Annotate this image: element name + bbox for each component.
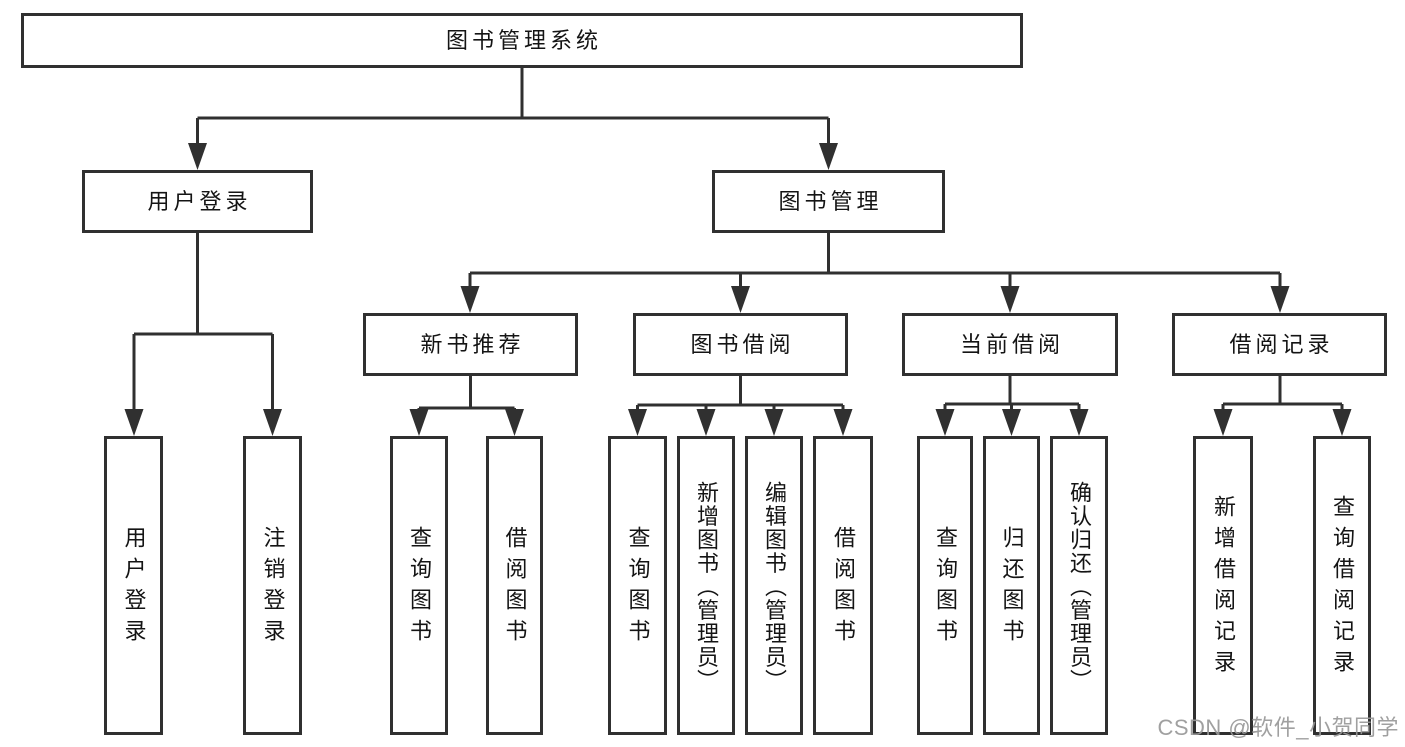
leaf-query-books-borrow: 查询图书 [608, 436, 667, 735]
leaf-borrow-books-recommend: 借阅图书 [486, 436, 543, 735]
leaf-user-login: 用户登录 [104, 436, 163, 735]
leaf-edit-books-admin: 编辑图书（管理员） [745, 436, 803, 735]
node-borrowing-records: 借阅记录 [1172, 313, 1387, 376]
leaf-borrow-books: 借阅图书 [813, 436, 873, 735]
leaf-query-books-current: 查询图书 [917, 436, 973, 735]
node-new-book-recommendation: 新书推荐 [363, 313, 578, 376]
csdn-watermark: CSDN @软件_小贺同学 [1157, 715, 1399, 740]
node-user-login: 用户登录 [82, 170, 313, 233]
leaf-add-books-admin: 新增图书（管理员） [677, 436, 735, 735]
leaf-query-borrow-record: 查询借阅记录 [1313, 436, 1371, 735]
leaf-logout: 注销登录 [243, 436, 302, 735]
leaf-confirm-return-admin: 确认归还（管理员） [1050, 436, 1108, 735]
leaf-add-borrow-record: 新增借阅记录 [1193, 436, 1253, 735]
node-book-borrowing: 图书借阅 [633, 313, 848, 376]
arrowheads [124, 143, 1352, 436]
node-root-library-system: 图书管理系统 [21, 13, 1023, 68]
connector-lines [132, 68, 1344, 411]
leaf-query-books-recommend: 查询图书 [390, 436, 448, 735]
node-current-borrowing: 当前借阅 [902, 313, 1118, 376]
node-book-management: 图书管理 [712, 170, 945, 233]
leaf-return-books: 归还图书 [983, 436, 1040, 735]
